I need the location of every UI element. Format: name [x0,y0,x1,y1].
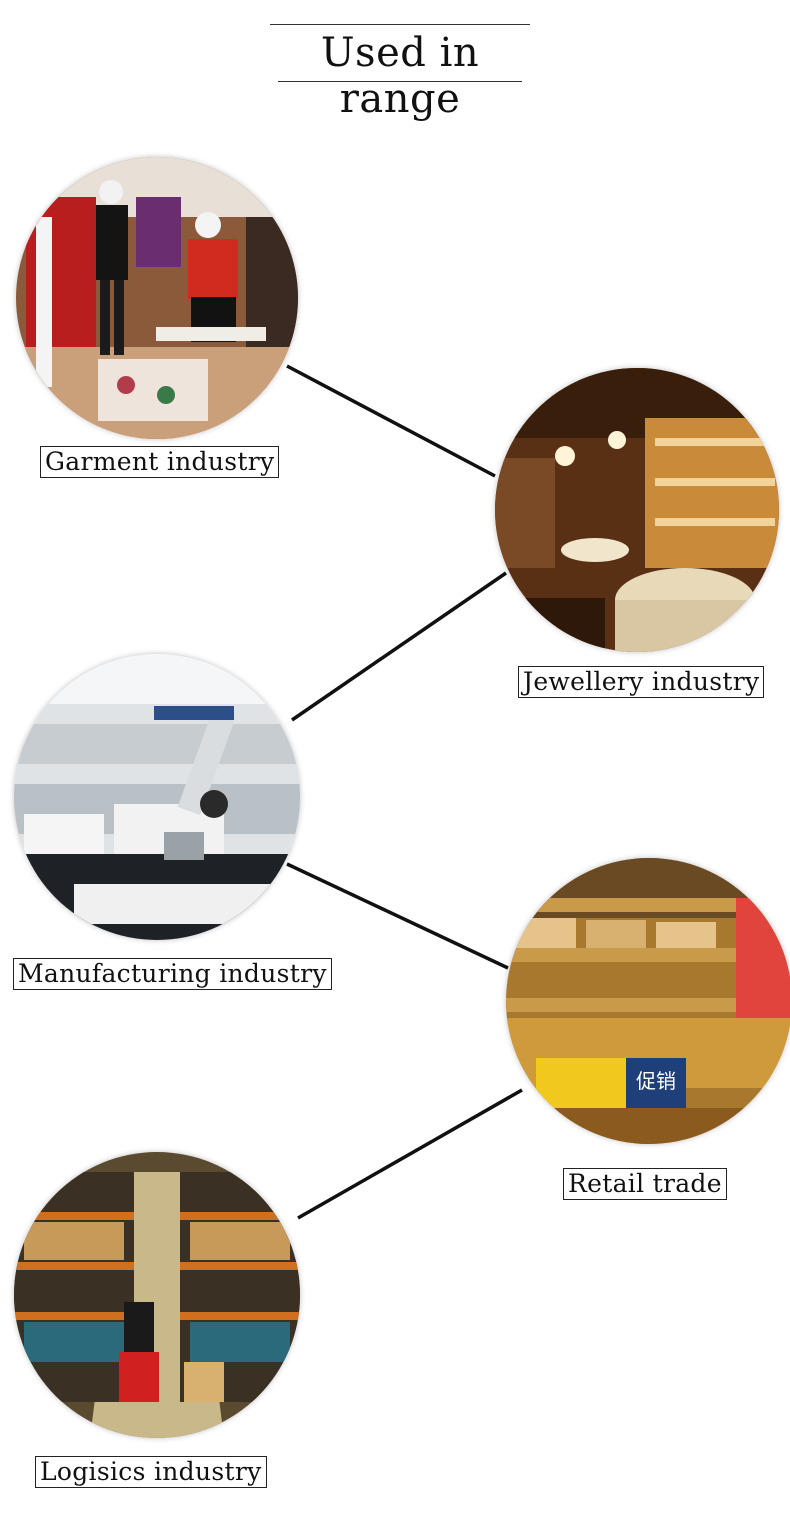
jewellery-industry-image [495,368,779,652]
retail-trade-image: 促销 [506,858,790,1144]
garment-industry-label: Garment industry [40,446,280,478]
manufacturing-industry-label: Manufacturing industry [13,958,332,990]
section-header: Used in range [270,24,530,122]
title-bottom-rule [278,81,522,82]
retail-sign-text: 促销 [636,1069,676,1093]
connector-line [297,1088,523,1220]
page-title: Used in range [320,30,480,122]
garment-industry-image [16,157,298,439]
connector-line [286,862,509,970]
retail-trade-label: Retail trade [563,1168,727,1200]
jewellery-industry-label: Jewellery industry [518,666,765,698]
connector-line [286,364,496,478]
title-top-rule [270,24,530,25]
logistics-industry-label: Logisics industry [35,1456,267,1488]
connector-line [291,571,507,722]
manufacturing-industry-image [14,654,300,940]
logistics-industry-image [14,1152,300,1438]
